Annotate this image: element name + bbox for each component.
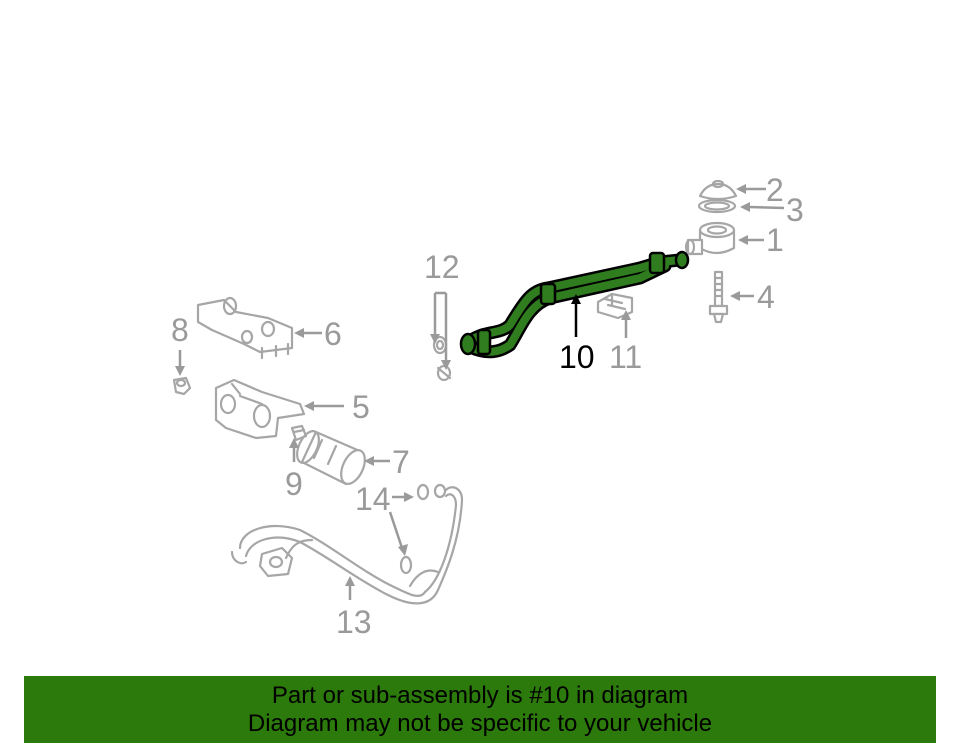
- callout-14: 14: [355, 481, 391, 517]
- banner-line-2: Diagram may not be specific to your vehi…: [247, 709, 713, 737]
- part-5-housing: [214, 378, 306, 440]
- part-6-bracket: [196, 296, 294, 360]
- part-13-cooler-lines: [230, 486, 464, 605]
- part-14-orings: [399, 483, 447, 575]
- part-2-cap: [698, 179, 738, 201]
- part-3-seal: [697, 198, 737, 214]
- part-8-bolt: [172, 376, 192, 396]
- callout-1: 1: [766, 222, 784, 258]
- callout-2: 2: [766, 172, 784, 208]
- leader-arrows: [175, 184, 785, 600]
- callout-9: 9: [285, 466, 303, 502]
- part-10-hose[interactable]: [459, 250, 690, 359]
- callout-8: 8: [171, 312, 189, 348]
- callout-12: 12: [424, 249, 460, 285]
- callout-13: 13: [336, 604, 372, 640]
- callout-3: 3: [786, 192, 804, 228]
- banner-line-1: Part or sub-assembly is #10 in diagram: [271, 681, 689, 709]
- part-11-clip: [596, 292, 634, 320]
- info-banner: Part or sub-assembly is #10 in diagram D…: [24, 676, 936, 743]
- callout-11: 11: [609, 339, 642, 375]
- part-12-clamps: [432, 335, 452, 382]
- callout-10[interactable]: 10: [559, 339, 595, 375]
- part-7-filter: [296, 430, 366, 486]
- callout-4: 4: [757, 279, 775, 315]
- part-1-adapter: [684, 221, 736, 256]
- callout-6: 6: [324, 316, 342, 352]
- callout-5: 5: [352, 389, 370, 425]
- part-4-bolt: [708, 270, 729, 324]
- callout-labels: 2 3 1 4 10 11 12 6 8 5 9 7 14 13: [171, 172, 804, 640]
- callout-7: 7: [392, 444, 410, 480]
